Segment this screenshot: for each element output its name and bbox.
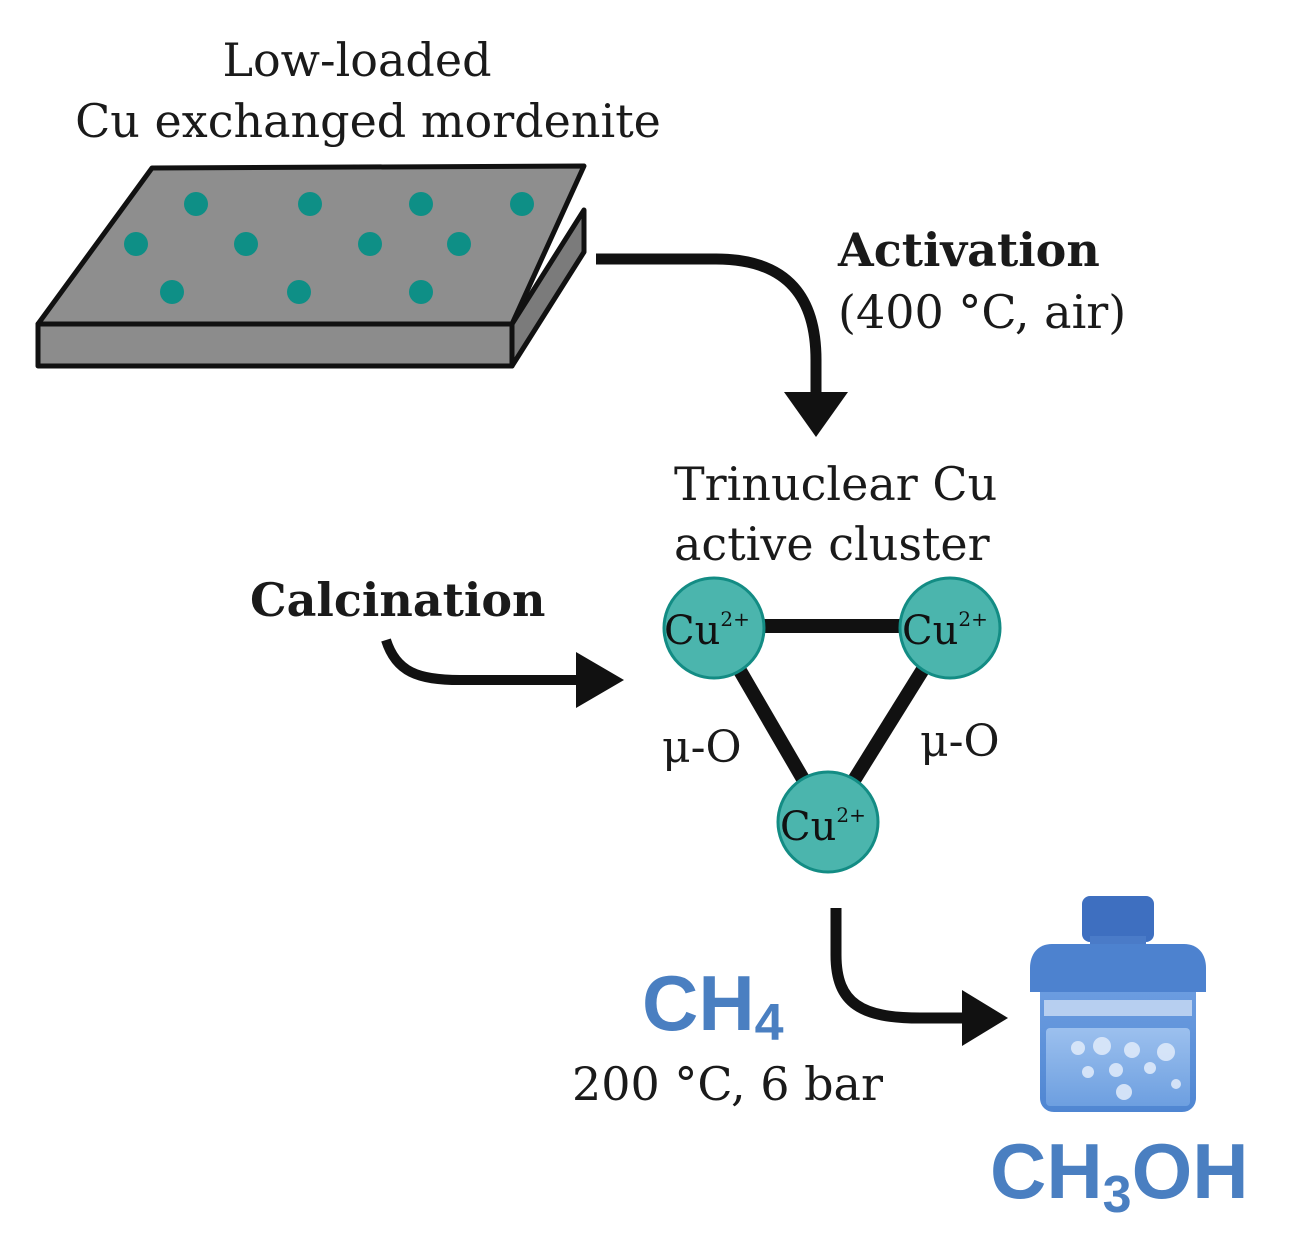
bubble bbox=[1082, 1066, 1094, 1078]
bubble bbox=[1157, 1043, 1175, 1061]
cu-site-dot bbox=[510, 192, 534, 216]
cu-site-dot bbox=[298, 192, 322, 216]
bubble bbox=[1109, 1063, 1123, 1077]
cu-site-dot bbox=[409, 280, 433, 304]
calcination-arrow bbox=[381, 638, 624, 708]
bottle-cap bbox=[1082, 896, 1154, 942]
liquid-bubbles bbox=[1071, 1037, 1181, 1100]
cu-site-dot bbox=[160, 280, 184, 304]
cu-site-dot bbox=[409, 192, 433, 216]
reaction-arrow bbox=[830, 908, 1008, 1046]
svg-text:Cu2+: Cu2+ bbox=[902, 607, 988, 654]
calcination-label: Calcination bbox=[250, 573, 545, 627]
methanol-bottle-icon bbox=[1030, 896, 1206, 1112]
bubble bbox=[1116, 1084, 1132, 1100]
reaction-conditions: 200 °C, 6 bar bbox=[572, 1057, 883, 1111]
mordenite-title-line1: Low-loaded bbox=[222, 33, 491, 87]
plate-front-face bbox=[35, 321, 515, 369]
mordenite-title-line2: Cu exchanged mordenite bbox=[75, 94, 661, 148]
cluster-title-line1: Trinuclear Cu bbox=[674, 457, 997, 511]
cu-node-top-left: Cu2+ bbox=[662, 576, 766, 680]
bubble bbox=[1071, 1041, 1085, 1055]
trinuclear-cu-cluster: Cu2+ Cu2+ Cu2+ bbox=[662, 576, 1002, 874]
activation-conditions: (400 °C, air) bbox=[838, 285, 1126, 339]
svg-text:Cu2+: Cu2+ bbox=[780, 803, 866, 850]
bubble bbox=[1124, 1042, 1140, 1058]
bridge-label-right: μ-O bbox=[920, 716, 1000, 767]
cu-site-dot bbox=[358, 232, 382, 256]
activation-label: Activation bbox=[837, 223, 1100, 277]
activation-arrow bbox=[596, 253, 848, 437]
bubble bbox=[1144, 1062, 1156, 1074]
cu-site-dot bbox=[447, 232, 471, 256]
mordenite-plate bbox=[35, 163, 587, 369]
bottle-shoulder bbox=[1030, 944, 1206, 992]
plate-top-face bbox=[35, 163, 587, 327]
bridge-label-left: μ-O bbox=[662, 722, 742, 773]
cu-site-dot bbox=[287, 280, 311, 304]
cluster-title-line2: active cluster bbox=[674, 517, 990, 571]
plate-side-face bbox=[509, 207, 587, 369]
cu-site-dot bbox=[184, 192, 208, 216]
bottle-highlight bbox=[1044, 1000, 1192, 1016]
bubble bbox=[1093, 1037, 1111, 1055]
cu-sites bbox=[124, 192, 534, 304]
reactant-methane: CH4 bbox=[642, 959, 784, 1052]
svg-text:Cu2+: Cu2+ bbox=[664, 607, 750, 654]
cu-node-top-right: Cu2+ bbox=[898, 576, 1002, 680]
cu-site-dot bbox=[234, 232, 258, 256]
cu-site-dot bbox=[124, 232, 148, 256]
cu-node-bottom: Cu2+ bbox=[776, 770, 880, 874]
bubble bbox=[1171, 1079, 1181, 1089]
product-methanol: CH3OH bbox=[990, 1127, 1249, 1224]
